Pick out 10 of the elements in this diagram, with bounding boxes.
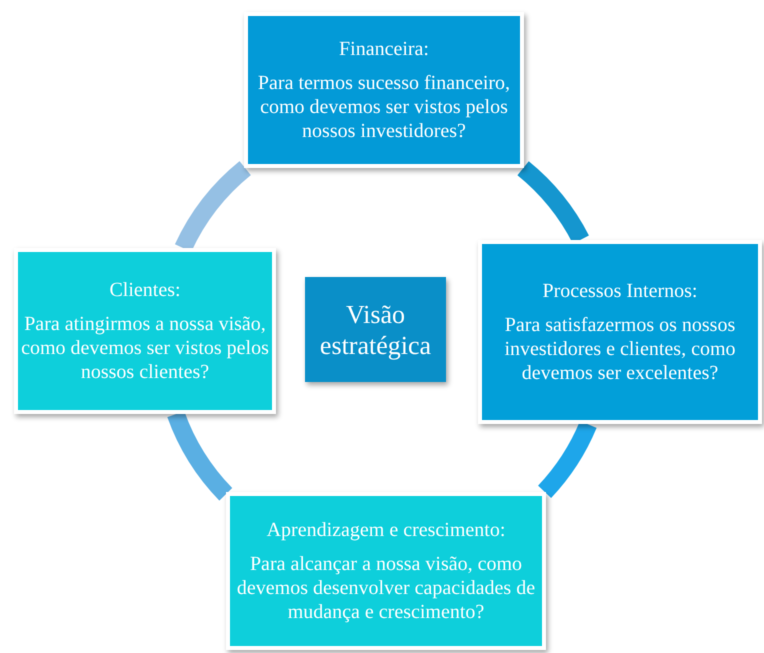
perspective-question: Para satisfazermos os nossos investidores e clientes, como devemos ser excelentes? <box>503 313 737 385</box>
perspective-question: Para termos sucesso financeiro, como devemos ser vistos pelos nossos investidores? <box>256 71 512 143</box>
perspective-heading: Aprendizagem e crescimento: <box>266 518 506 542</box>
perspective-heading: Clientes: <box>109 278 181 302</box>
perspective-question: Para alcançar a nossa visão, como devemos desenvolver capacidades de mudança e crescimento? <box>236 552 536 624</box>
perspective-question: Para atingirmos a nossa visão, como devemos ser vistos pelos nossos clientes? <box>20 312 270 384</box>
center-box <box>305 277 446 382</box>
center-title: Visão estratégica <box>318 298 432 360</box>
perspective-heading: Processos Internos: <box>542 279 698 303</box>
perspective-heading: Financeira: <box>339 37 429 61</box>
